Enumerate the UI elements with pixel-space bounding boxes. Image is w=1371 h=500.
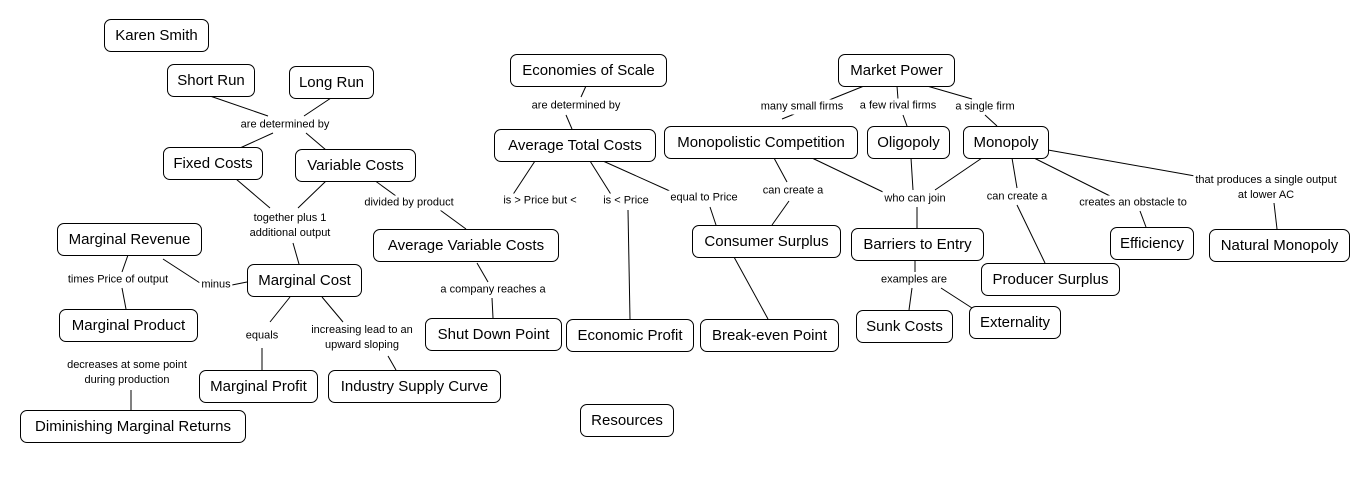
connector-line [297, 180, 327, 209]
connector-line [491, 297, 494, 319]
node-barriers-to-entry[interactable]: Barriers to Entry [851, 228, 984, 261]
connector-line [511, 160, 536, 197]
node-industry-supply-curve[interactable]: Industry Supply Curve [328, 370, 501, 403]
connector-line [373, 179, 397, 197]
connector-line [1033, 157, 1111, 197]
connector-line [940, 287, 973, 309]
connector-line [476, 262, 489, 283]
node-economies-of-scale[interactable]: Economies of Scale [510, 54, 667, 87]
link-label-equals: equals [243, 328, 281, 344]
node-long-run[interactable]: Long Run [289, 66, 374, 99]
connector-line [239, 132, 274, 149]
connector-line [733, 256, 769, 320]
connector-line [896, 85, 899, 100]
connector-line [1273, 202, 1278, 230]
connector-line [231, 281, 248, 286]
node-monopolistic-competition[interactable]: Monopolistic Competition [664, 126, 858, 159]
link-label-equal-to-price: equal to Price [668, 190, 740, 206]
connector-line [811, 157, 884, 193]
link-label-many-small-firms: many small firms [758, 99, 846, 115]
connector-line [902, 114, 908, 127]
connector-line [292, 242, 300, 265]
connector-line [771, 200, 790, 226]
node-shut-down-point[interactable]: Shut Down Point [425, 318, 562, 351]
node-natural-monopoly[interactable]: Natural Monopoly [1209, 229, 1350, 262]
node-oligopoly[interactable]: Oligopoly [867, 126, 950, 159]
node-short-run[interactable]: Short Run [167, 64, 255, 97]
link-label-can-create-a-producer: can create a [984, 189, 1050, 205]
node-externality[interactable]: Externality [969, 306, 1061, 339]
link-label-are-determined-by-costs: are determined by [238, 117, 332, 133]
node-marginal-profit[interactable]: Marginal Profit [199, 370, 318, 403]
connector-line [934, 157, 983, 191]
connector-line [321, 296, 344, 323]
node-diminishing-marginal-returns[interactable]: Diminishing Marginal Returns [20, 410, 246, 443]
node-resources[interactable]: Resources [580, 404, 674, 437]
node-karen-smith[interactable]: Karen Smith [104, 19, 209, 52]
node-consumer-surplus[interactable]: Consumer Surplus [692, 225, 841, 258]
node-average-variable-costs[interactable]: Average Variable Costs [373, 229, 559, 262]
connector-line [602, 160, 673, 193]
connector-line [1011, 157, 1018, 189]
node-monopoly[interactable]: Monopoly [963, 126, 1049, 159]
connector-line [121, 254, 129, 273]
node-sunk-costs[interactable]: Sunk Costs [856, 310, 953, 343]
connector-line [984, 114, 998, 127]
connector-line [209, 95, 269, 117]
connector-line [589, 160, 613, 197]
connector-line [121, 287, 127, 310]
node-break-even-point[interactable]: Break-even Point [700, 319, 839, 352]
connector-line [773, 157, 788, 183]
connector-line [439, 209, 467, 230]
connector-line [910, 157, 914, 191]
node-marginal-cost[interactable]: Marginal Cost [247, 264, 362, 297]
link-label-creates-an-obstacle-to: creates an obstacle to [1077, 195, 1189, 211]
connector-line [908, 287, 913, 311]
link-label-can-create-a-consumer: can create a [760, 183, 826, 199]
node-marginal-revenue[interactable]: Marginal Revenue [57, 223, 202, 256]
connector-line [269, 296, 291, 323]
connector-line [235, 178, 271, 209]
node-fixed-costs[interactable]: Fixed Costs [163, 147, 263, 180]
connector-line [387, 355, 397, 371]
connector-line [580, 85, 587, 98]
node-economic-profit[interactable]: Economic Profit [566, 319, 694, 352]
connector-line [709, 206, 717, 226]
link-label-that-produces-single-output: that produces a single output at lower A… [1193, 173, 1339, 203]
link-label-is-gt-price-but-lt: is > Price but < [501, 193, 579, 209]
link-label-minus: minus [199, 277, 233, 293]
link-label-is-lt-price: is < Price [601, 193, 651, 209]
link-label-decreases-at-some-point: decreases at some point during productio… [65, 358, 189, 388]
link-label-times-price-of-output: times Price of output [65, 272, 171, 288]
link-label-a-company-reaches-a: a company reaches a [438, 282, 548, 298]
node-marginal-product[interactable]: Marginal Product [59, 309, 198, 342]
link-label-a-few-rival-firms: a few rival firms [857, 98, 939, 114]
link-label-a-single-firm: a single firm [953, 99, 1017, 115]
connector-line [1016, 204, 1046, 264]
node-average-total-costs[interactable]: Average Total Costs [494, 129, 656, 162]
link-label-who-can-join: who can join [882, 191, 948, 207]
connector-line [1047, 149, 1196, 177]
connector-line [627, 209, 631, 320]
node-producer-surplus[interactable]: Producer Surplus [981, 263, 1120, 296]
link-label-are-determined-by-scale: are determined by [529, 98, 623, 114]
link-label-divided-by-product: divided by product [362, 195, 456, 211]
node-market-power[interactable]: Market Power [838, 54, 955, 87]
connector-line [303, 97, 332, 117]
link-label-together-plus-one: together plus 1 additional output [247, 211, 333, 241]
link-label-examples-are: examples are [878, 272, 950, 288]
node-variable-costs[interactable]: Variable Costs [295, 149, 416, 182]
node-efficiency[interactable]: Efficiency [1110, 227, 1194, 260]
connector-line [1139, 210, 1147, 228]
connector-line [565, 114, 573, 130]
connector-line [162, 258, 201, 284]
link-label-increasing-lead-to: increasing lead to an upward sloping [309, 323, 415, 353]
connector-line [305, 132, 327, 151]
connector-line [926, 85, 973, 100]
